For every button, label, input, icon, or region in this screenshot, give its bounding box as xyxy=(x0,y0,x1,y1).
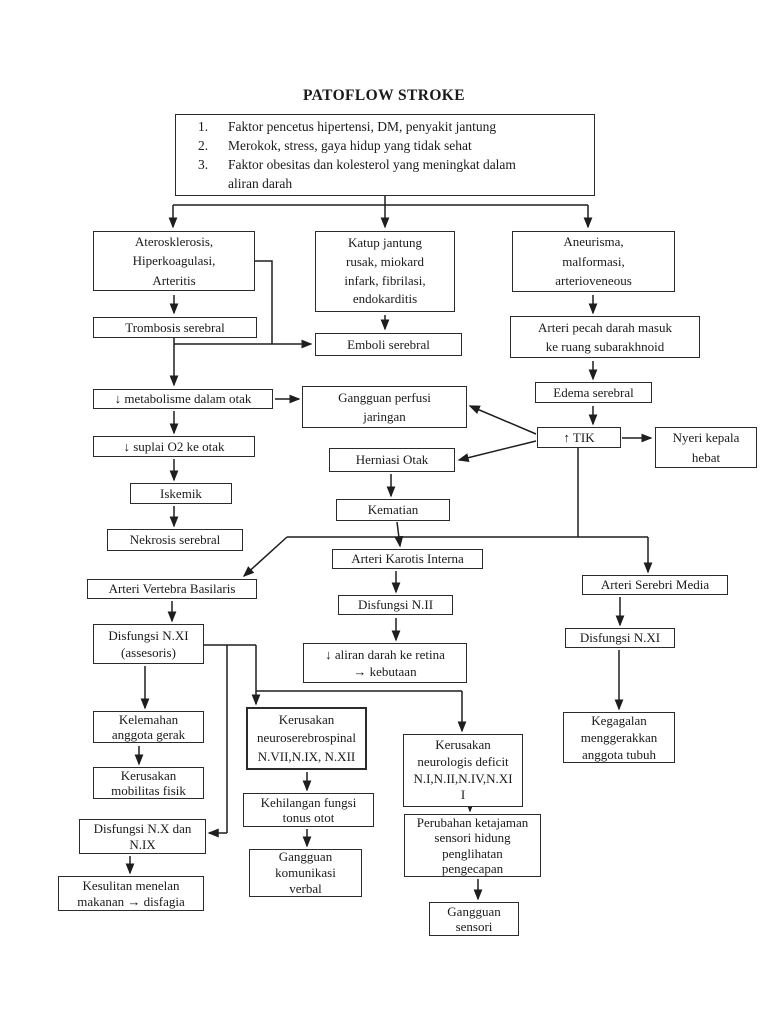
node-gangguan-komunikasi-verbal: Gangguan komunikasi verbal xyxy=(249,849,362,897)
node-edema-serebral: Edema serebral xyxy=(535,382,652,403)
factor-number: 2. xyxy=(198,137,209,153)
node-arteri-pecah: Arteri pecah darah masuk ke ruang subara… xyxy=(510,316,700,358)
node-nekrosis-serebral: Nekrosis serebral xyxy=(107,529,243,551)
node-herniasi-otak: Herniasi Otak xyxy=(329,448,455,472)
node-kerusakan-neuroserebrospinal: Kerusakan neuroserebrospinal N.VII,N.IX,… xyxy=(246,707,367,770)
node-arteri-serebri-media: Arteri Serebri Media xyxy=(582,575,728,595)
node-trombosis-serebral: Trombosis serebral xyxy=(93,317,257,338)
node-kesulitan-menelan: Kesulitan menelan makanan → disfagia xyxy=(58,876,204,911)
node-katup-jantung: Katup jantung rusak, miokard infark, fib… xyxy=(315,231,455,312)
page-title: PATOFLOW STROKE xyxy=(302,87,466,104)
node-disfungsi-nii: Disfungsi N.II xyxy=(338,595,453,615)
node-suplai-o2: ↓ suplai O2 ke otak xyxy=(93,436,255,457)
node-disfungsi-nxi-assesoris: Disfungsi N.XI (assesoris) xyxy=(93,624,204,664)
factor-text: Faktor obesitas dan kolesterol yang meni… xyxy=(228,157,516,192)
node-disfungsi-nx-nix: Disfungsi N.X dan N.IX xyxy=(79,819,206,854)
factor-item: 1. Faktor pencetus hipertensi, DM, penya… xyxy=(198,117,594,136)
node-kegagalan-menggerakkan: Kegagalan menggerakkan anggota tubuh xyxy=(563,712,675,763)
factor-number: 1. xyxy=(198,118,209,134)
node-gangguan-perfusi-jaringan: Gangguan perfusi jaringan xyxy=(302,386,467,428)
node-disfungsi-nxi-media: Disfungsi N.XI xyxy=(565,628,675,648)
node-tik: ↑ TIK xyxy=(537,427,621,448)
node-aliran-darah-ke-retina: ↓ aliran darah ke retina → kebutaan xyxy=(303,643,467,683)
factor-text: Faktor pencetus hipertensi, DM, penyakit… xyxy=(228,118,497,134)
node-faktor-pencetus: 1. Faktor pencetus hipertensi, DM, penya… xyxy=(175,114,595,196)
node-iskemik: Iskemik xyxy=(130,483,232,504)
node-nyeri-kepala-hebat: Nyeri kepala hebat xyxy=(655,427,757,468)
node-kerusakan-neurologis-deficit: Kerusakan neurologis deficit N.I,N.II,N.… xyxy=(403,734,523,807)
node-arteri-karotis-interna: Arteri Karotis Interna xyxy=(332,549,483,569)
node-metabolisme-dalam-otak: ↓ metabolisme dalam otak xyxy=(93,389,273,409)
node-gangguan-sensori: Gangguan sensori xyxy=(429,902,519,936)
node-perubahan-ketajaman-sensori: Perubahan ketajaman sensori hidung pengl… xyxy=(404,814,541,877)
factor-number: 3. xyxy=(198,157,209,172)
factor-text: Merokok, stress, gaya hidup yang tidak s… xyxy=(228,137,472,153)
factor-item: 2. Merokok, stress, gaya hidup yang tida… xyxy=(198,136,594,155)
node-emboli-serebral: Emboli serebral xyxy=(315,333,462,356)
node-kerusakan-mobilitas-fisik: Kerusakan mobilitas fisik xyxy=(93,767,204,799)
node-aneurisma: Aneurisma, malformasi, arterioveneous xyxy=(512,231,675,292)
node-arteri-vertebra-basilaris: Arteri Vertebra Basilaris xyxy=(87,579,257,599)
node-aterosklerosis: Aterosklerosis, Hiperkoagulasi, Arteriti… xyxy=(93,231,255,291)
factor-item: 3. Faktor obesitas dan kolesterol yang m… xyxy=(198,155,594,193)
node-kehilangan-fungsi-tonus: Kehilangan fungsi tonus otot xyxy=(243,793,374,827)
node-kematian: Kematian xyxy=(336,499,450,521)
node-kelemahan-anggota-gerak: Kelemahan anggota gerak xyxy=(93,711,204,743)
